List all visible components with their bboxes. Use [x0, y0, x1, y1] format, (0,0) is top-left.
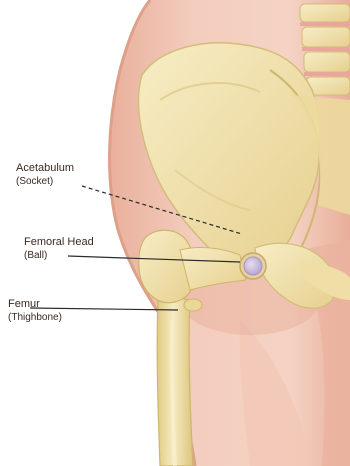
- acetabulum-label: Acetabulum (Socket): [16, 162, 74, 188]
- femur-label-title: Femur: [8, 298, 62, 311]
- acetabulum-label-title: Acetabulum: [16, 162, 74, 175]
- femur-label: Femur (Thighbone): [8, 298, 62, 324]
- femoral-head-label-sub: (Ball): [24, 249, 94, 262]
- femoral-head: [240, 253, 266, 279]
- femur-label-sub: (Thighbone): [8, 311, 62, 324]
- acetabulum-label-sub: (Socket): [16, 175, 74, 188]
- femoral-head-label-title: Femoral Head: [24, 236, 94, 249]
- femoral-head-label: Femoral Head (Ball): [24, 236, 94, 262]
